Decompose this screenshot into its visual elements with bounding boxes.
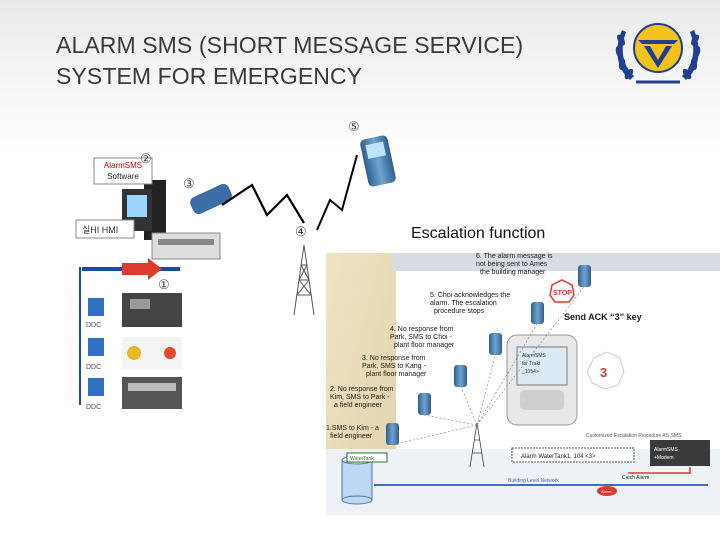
- escalation-function-label: Escalation function: [411, 225, 546, 242]
- title-line-2: SYSTEM FOR EMERGENCY: [56, 63, 363, 89]
- step-1-line1: 1.SMS to Kim - a: [326, 425, 379, 432]
- panel-cell-tower-icon: [469, 422, 485, 468]
- gsm-modem-icon: [190, 183, 232, 215]
- university-logo-icon: [615, 23, 701, 84]
- step-6-line1: 6. The alarm message is: [476, 253, 553, 260]
- step-3-line3: plant floor manager: [366, 371, 427, 378]
- svg-text:DDC: DDC: [86, 404, 101, 411]
- phone-screen-line2: for Trakt: [522, 361, 541, 367]
- step-2-line1: 2. No response from: [330, 386, 394, 393]
- step-2-line3: a field engineer: [334, 402, 383, 409]
- signal-bolt-1: [221, 183, 305, 224]
- slide-header-background: [0, 0, 720, 160]
- cell-tower-icon: [293, 244, 315, 316]
- step-marker-4: ④: [295, 224, 307, 239]
- step-marker-1: ①: [158, 277, 170, 292]
- step-4-line1: 4. No response from: [390, 326, 454, 333]
- large-phone-icon: [506, 334, 578, 426]
- phone-screen-line1: AlarmSMS: [522, 353, 547, 359]
- building-network-label: Building Level Network: [508, 478, 559, 484]
- ddc-unit-3: DDC: [86, 377, 182, 411]
- phone-icon-2: [418, 393, 431, 415]
- step-5-line1: 5. Choi acknowledges the: [430, 292, 510, 299]
- step-2-line2: Kim, SMS to Park -: [330, 394, 390, 401]
- svg-text:DDC: DDC: [86, 364, 101, 371]
- water-tank-label: WaterTank: [350, 456, 374, 462]
- system-diagram: AlarmSMS Software 실HI HMI ② ③ ① ④ ⑤ DDC …: [75, 119, 720, 515]
- stop-sign-text: STOP: [553, 290, 572, 297]
- step-4-line2: Park, SMS to Choi -: [390, 334, 453, 341]
- stop-sign-icon: [549, 279, 575, 303]
- step-6-line2: not being sent to Ames: [476, 261, 548, 268]
- ack-key-octagon: [586, 351, 625, 390]
- water-tank-icon: [341, 455, 373, 505]
- water-tank-label-box: [346, 452, 388, 463]
- step-marker-5: ⑤: [348, 119, 360, 134]
- escalation-phone-icons: [386, 265, 591, 445]
- svg-text:DDC: DDC: [86, 322, 101, 329]
- phone-icon-3: [454, 365, 467, 387]
- top-mobile-phone-icon: [360, 135, 396, 187]
- escalation-panel: [326, 253, 720, 515]
- phone-screen-line3: _1054>: [521, 369, 539, 375]
- ack-key-number: 3: [600, 365, 607, 380]
- phone-icon-6: [578, 265, 591, 287]
- step-3-line1: 3. No response from: [362, 355, 426, 362]
- alarm-message-box: [511, 447, 635, 463]
- pc-workstation: [122, 180, 221, 260]
- ddc-unit-1: DDC: [86, 293, 182, 329]
- alarmsms-modem-box: [650, 440, 710, 466]
- alarm-button: [597, 486, 617, 496]
- alarmsms-modem-line2: +Modem: [654, 455, 674, 461]
- signal-dashes: [391, 286, 585, 446]
- alarm-button-label: Alarm: [601, 489, 612, 494]
- phone-icon-5: [531, 302, 544, 324]
- phone-icon-1: [386, 423, 399, 445]
- catch-alarm-label: Catch Alarm: [622, 475, 649, 481]
- software-line-2: Software: [107, 172, 139, 181]
- red-arrow-icon: [122, 258, 162, 280]
- title-line-1: ALARM SMS (SHORT MESSAGE SERVICE): [56, 32, 524, 58]
- ddc-unit-2: DDC: [86, 337, 182, 371]
- phone-icon-4: [489, 333, 502, 355]
- catch-alarm-arrow: [628, 467, 691, 474]
- step-5-line2: alarm. The escalation: [430, 300, 497, 307]
- step-5-line3: procedure stops: [434, 308, 485, 315]
- alarm-message-text: Alarm WaterTank1, 104 <3>: [521, 454, 596, 460]
- step-3-line2: Park, SMS to Kang -: [362, 363, 426, 370]
- alarmsms-modem-line1: AlarmSMS: [654, 447, 679, 453]
- alarmsms-software-label: [93, 157, 153, 185]
- software-line-1: AlarmSMS: [104, 161, 142, 170]
- send-ack-label: Send ACK “3” key: [564, 312, 642, 322]
- procedure-caption: Customized Escalation Procedure AS SMS: [586, 433, 682, 439]
- signal-bolt-2: [316, 154, 358, 231]
- step-6-line3: the building manager: [480, 269, 546, 276]
- step-4-line3: plant floor manager: [394, 342, 455, 349]
- hmi-label-box: [75, 219, 135, 239]
- step-marker-3: ③: [183, 176, 195, 191]
- step-marker-2: ②: [140, 151, 152, 166]
- slide-title: ALARM SMS (SHORT MESSAGE SERVICE) SYSTEM…: [56, 30, 523, 92]
- hmi-label: 실HI HMI: [82, 225, 118, 235]
- step-1-line2: field engineer: [330, 433, 373, 440]
